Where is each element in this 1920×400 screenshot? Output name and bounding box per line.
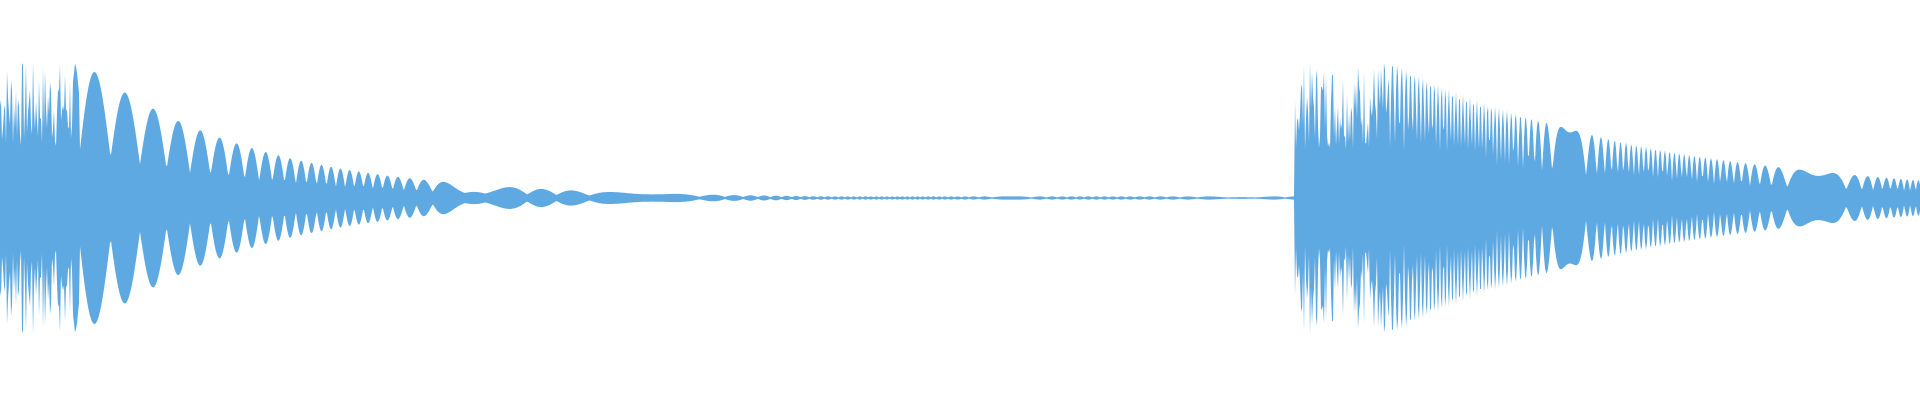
audio-waveform[interactable] xyxy=(0,0,1920,400)
waveform-panel[interactable] xyxy=(0,0,1920,400)
